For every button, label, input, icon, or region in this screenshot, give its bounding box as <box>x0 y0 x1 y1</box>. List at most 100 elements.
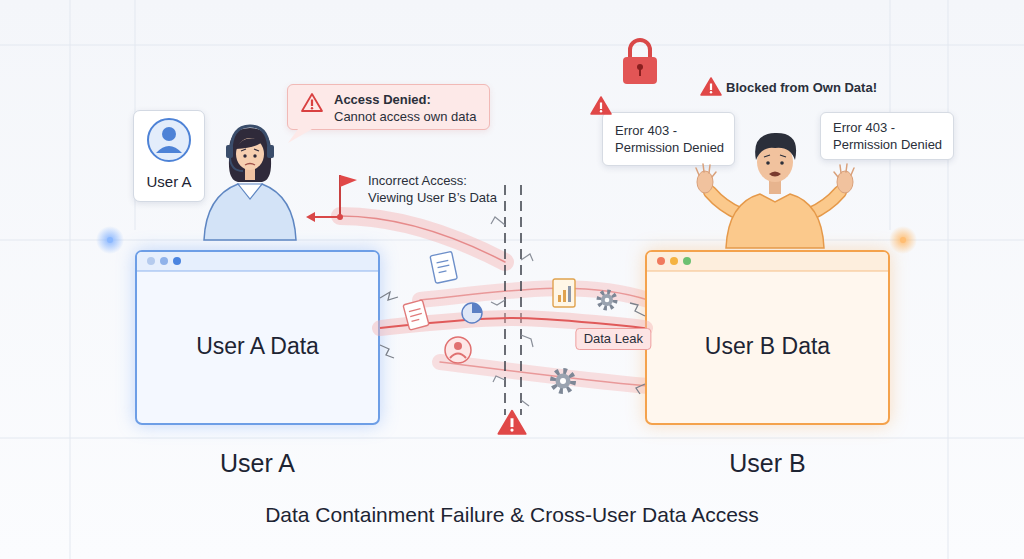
window-title-bar <box>137 252 378 271</box>
blocked-user-figure <box>769 172 781 177</box>
support-agent-figure <box>229 128 272 182</box>
warning-icon <box>710 91 712 93</box>
blocked-user-figure <box>780 161 784 165</box>
alert-body: Cannot access own data <box>334 108 481 125</box>
edge-label: Data Leak <box>576 328 651 350</box>
window-title-bar <box>670 257 678 265</box>
window-title-bar <box>160 257 168 265</box>
window-title: User A Data <box>137 332 378 360</box>
flag-marker <box>306 212 315 222</box>
warning-icon <box>600 110 602 112</box>
leak-connector <box>380 318 645 328</box>
breach-line <box>520 185 522 415</box>
support-agent-figure <box>204 184 296 240</box>
window-title-bar <box>173 257 181 265</box>
data-icon <box>450 354 466 359</box>
padlock-icon <box>630 40 650 58</box>
crack-mark <box>491 217 533 406</box>
data-icon <box>430 251 457 283</box>
crack-mark <box>380 345 394 358</box>
data-icon <box>445 337 471 363</box>
padlock-icon <box>623 57 657 84</box>
warning-icon <box>302 94 322 111</box>
error-message: Error 403 - Permission Denied <box>833 119 947 153</box>
blocked-user-figure <box>696 164 716 177</box>
blocked-user-figure <box>810 192 840 214</box>
support-agent-figure <box>204 126 296 240</box>
glow-dot <box>889 226 917 254</box>
leak-band <box>340 216 648 386</box>
data-icon <box>403 300 429 330</box>
flag-marker <box>314 216 338 218</box>
user-avatar-icon <box>162 127 176 141</box>
data-icon <box>430 251 457 283</box>
glow-dot <box>96 226 124 254</box>
gear-icon <box>553 371 573 391</box>
crack-mark <box>636 384 645 394</box>
gear-icon <box>556 374 571 389</box>
grid-line <box>0 438 1024 439</box>
user-badge: User A <box>133 110 205 202</box>
leak-band <box>440 362 648 386</box>
warning-icon <box>591 97 611 114</box>
gear-icon <box>605 298 610 303</box>
leak-connector <box>380 318 645 328</box>
data-icon <box>454 342 462 350</box>
data-icon <box>409 309 423 322</box>
leak-band <box>440 362 648 386</box>
window-title-bar <box>657 257 665 265</box>
error-callout: Error 403 - Permission Denied <box>602 112 735 166</box>
warning-icon <box>311 100 313 107</box>
blocked-user-figure <box>769 176 781 194</box>
data-icon <box>568 286 571 302</box>
support-agent-figure <box>245 164 255 166</box>
gear-icon <box>599 292 615 308</box>
blocked-user-figure <box>834 164 854 177</box>
data-icon <box>403 251 575 363</box>
support-agent-figure <box>236 138 264 170</box>
window-title-bar <box>683 257 691 265</box>
data-window: User A DataUser A <box>135 250 380 425</box>
blocked-user-figure <box>726 194 824 248</box>
window-title-bar <box>137 252 888 271</box>
user-avatar-icon <box>148 119 190 161</box>
error-message: Error 403 - Permission Denied <box>615 122 728 156</box>
blocked-user-figure <box>757 142 793 182</box>
crack-mark <box>493 376 505 382</box>
user-name: User A <box>134 173 204 191</box>
support-agent-figure <box>230 158 243 171</box>
support-agent-figure <box>243 154 246 157</box>
data-icon <box>553 279 575 307</box>
data-icon <box>437 260 451 272</box>
callout-tail <box>288 129 312 143</box>
user-name: User A <box>137 448 378 478</box>
support-agent-figure <box>267 145 274 158</box>
warning-icon <box>600 103 602 110</box>
grid-line <box>0 45 1024 46</box>
support-agent-figure <box>241 149 259 151</box>
gear-icon <box>560 378 566 384</box>
glow-dot <box>900 237 906 243</box>
padlock-icon <box>639 68 641 76</box>
blocked-user-figure <box>764 155 786 157</box>
warning-icon <box>710 84 712 91</box>
crack-mark <box>491 300 505 305</box>
diagram-caption: Data Containment Failure & Cross-User Da… <box>0 502 1024 528</box>
alert-heading: Access Denied: <box>334 91 481 108</box>
crack-mark <box>521 254 533 261</box>
data-icon <box>558 295 561 302</box>
flag-note: Incorrect Access: Viewing User B’s Data <box>368 172 508 206</box>
leak-band <box>420 288 648 300</box>
window-title-bar <box>647 252 888 271</box>
leak-band <box>380 318 645 328</box>
support-agent-figure <box>226 145 233 158</box>
user-avatar-icon <box>156 146 182 153</box>
blocked-user-figure <box>755 133 796 160</box>
warning-icon <box>511 418 514 427</box>
warning-icon <box>499 411 526 434</box>
blocked-user-figure <box>696 133 854 248</box>
flag-marker <box>339 175 341 217</box>
